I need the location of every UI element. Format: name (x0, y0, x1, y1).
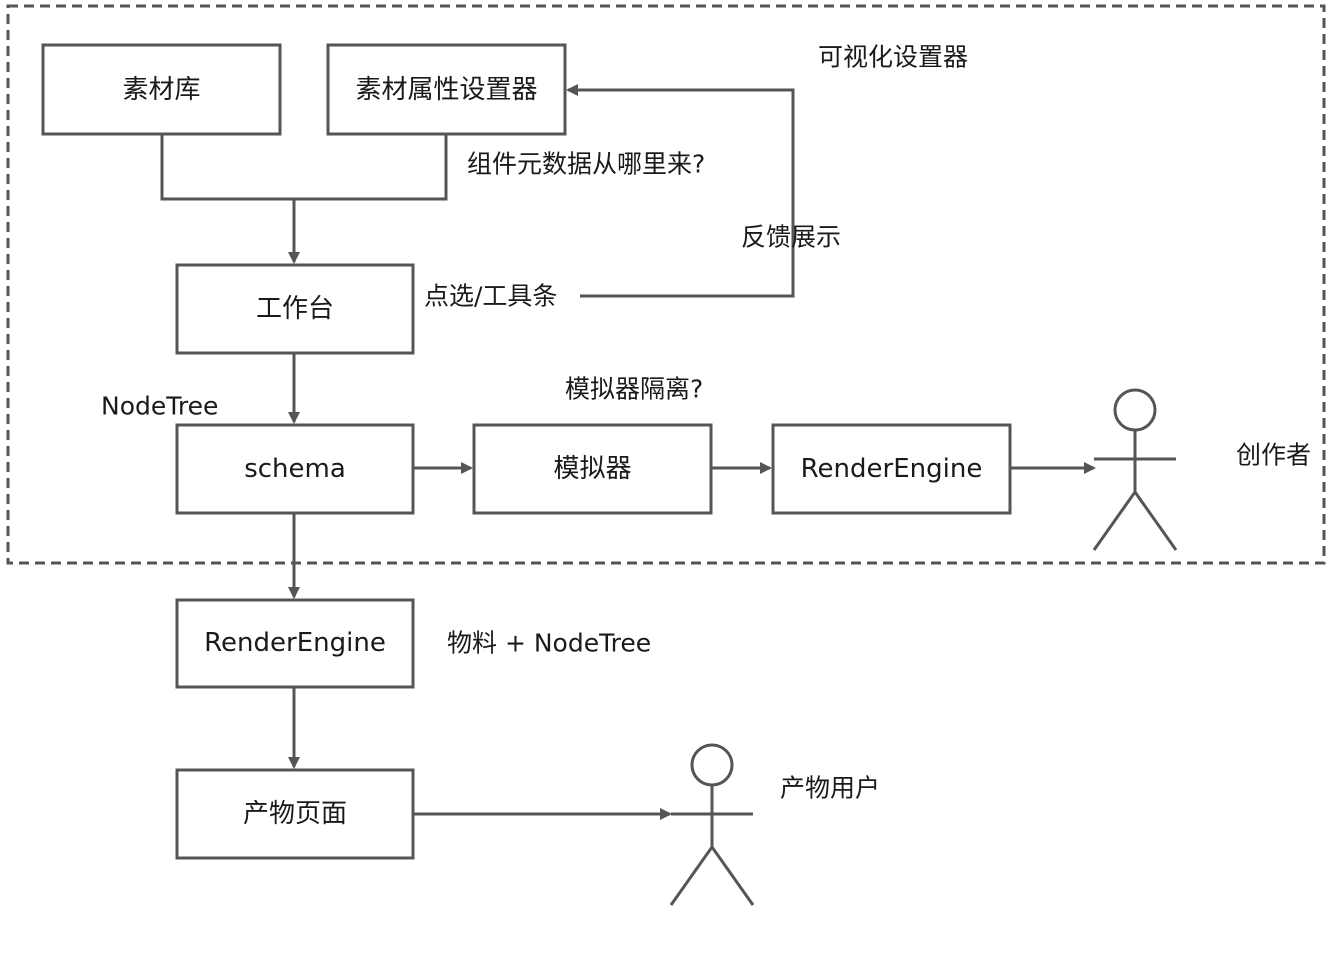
product-page-label: 产物页面 (243, 799, 347, 829)
material-property-setter-box: 素材属性设置器 (326, 43, 567, 136)
feedback-display-label: 反馈展示 (741, 223, 841, 252)
render-engine-editor-box: RenderEngine (771, 423, 1012, 515)
simulator-box: 模拟器 (472, 423, 713, 515)
node-tree-label: NodeTree (101, 392, 218, 421)
simulator-label: 模拟器 (553, 454, 631, 484)
material-library-label: 素材库 (122, 75, 200, 105)
schema-box: schema (175, 423, 415, 515)
workbench-box: 工作台 (175, 263, 415, 355)
schema-label: schema (244, 454, 346, 484)
simulator-isolation-label: 模拟器隔离? (565, 375, 703, 404)
edge-feedback-loop (566, 84, 795, 298)
render-engine-editor-label: RenderEngine (801, 454, 983, 484)
render-engine-output-box: RenderEngine (175, 598, 415, 689)
render-engine-output-label: RenderEngine (204, 628, 386, 658)
visual-setter-label: 可视化设置器 (818, 43, 968, 72)
product-user-actor-icon (669, 743, 755, 906)
click-toolbar-label: 点选/工具条 (424, 282, 557, 311)
material-plus-nodetree-label: 物料 + NodeTree (447, 629, 651, 658)
creator-label: 创作者 (1236, 441, 1311, 470)
visual-editor-frame (6, 4, 1326, 565)
workbench-label: 工作台 (256, 294, 334, 324)
material-property-setter-label: 素材属性设置器 (355, 75, 537, 105)
metadata-question-label: 组件元数据从哪里来? (467, 150, 705, 179)
product-user-label: 产物用户 (780, 774, 880, 803)
product-page-box: 产物页面 (175, 768, 415, 860)
edge-library-merge (160, 134, 448, 201)
creator-actor-icon (1092, 388, 1178, 551)
material-library-box: 素材库 (41, 43, 282, 136)
